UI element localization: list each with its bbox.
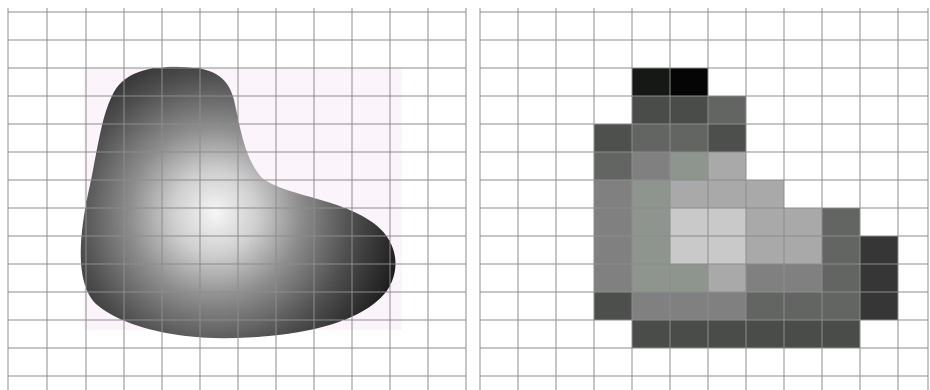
pixel-cell	[822, 264, 860, 292]
pixel-cell	[860, 264, 898, 292]
pixel-cell	[746, 292, 784, 320]
pixel-cell	[746, 180, 784, 208]
pixel-cell	[670, 292, 708, 320]
pixel-cell	[708, 152, 746, 180]
pixel-cell	[632, 68, 670, 96]
pixel-cell	[632, 208, 670, 236]
pixel-cell	[632, 152, 670, 180]
pixel-cell	[670, 236, 708, 264]
pixel-cell	[784, 264, 822, 292]
right-panel	[480, 8, 930, 390]
pixel-cell	[708, 208, 746, 236]
pixel-cell	[632, 124, 670, 152]
pixel-cell	[632, 180, 670, 208]
pixel-cell	[708, 320, 746, 348]
pixel-cell	[860, 292, 898, 320]
pixel-cell	[670, 68, 708, 96]
left-panel	[8, 8, 466, 390]
pixel-cell	[632, 236, 670, 264]
pixel-cell	[746, 208, 784, 236]
pixel-cell	[670, 320, 708, 348]
pixel-cell	[594, 152, 632, 180]
pixel-cell	[670, 180, 708, 208]
pixel-cell	[708, 292, 746, 320]
pixel-cell	[708, 264, 746, 292]
pixel-cell	[594, 264, 632, 292]
pixel-cell	[632, 292, 670, 320]
pixel-cell	[822, 236, 860, 264]
pixel-cell	[784, 208, 822, 236]
pixel-cell	[708, 96, 746, 124]
pixel-cell	[746, 264, 784, 292]
pixel-cell	[670, 208, 708, 236]
pixel-cell	[784, 292, 822, 320]
pixel-cell	[670, 152, 708, 180]
pixel-cell	[632, 264, 670, 292]
pixel-cell	[746, 236, 784, 264]
pixel-cell	[784, 320, 822, 348]
pixel-cell	[822, 292, 860, 320]
pixel-cell	[594, 180, 632, 208]
pixel-cell	[594, 236, 632, 264]
pixel-cell	[594, 292, 632, 320]
pixel-cell	[746, 320, 784, 348]
pixel-cell	[594, 124, 632, 152]
pixel-cell	[632, 96, 670, 124]
pixel-cell	[822, 320, 860, 348]
pixel-cell	[708, 236, 746, 264]
pixel-cell	[670, 264, 708, 292]
pixel-cell	[632, 320, 670, 348]
pixel-cell	[594, 208, 632, 236]
pixel-cell	[784, 236, 822, 264]
pixel-cell	[670, 124, 708, 152]
pixel-cell	[708, 180, 746, 208]
pixel-cell	[860, 236, 898, 264]
pixel-cell	[708, 124, 746, 152]
pixel-cell	[822, 208, 860, 236]
pixel-cell	[670, 96, 708, 124]
